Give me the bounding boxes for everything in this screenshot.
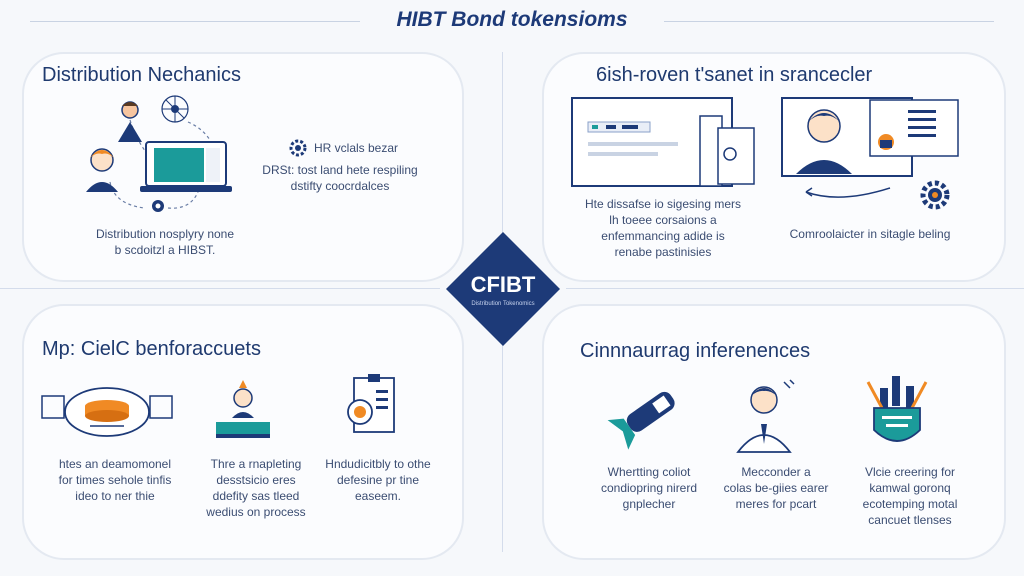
title-rule-right (664, 21, 994, 22)
document-icon (571, 97, 755, 187)
node-icon (152, 200, 164, 212)
panel-title-distribution: Distribution Nechanics (42, 64, 241, 86)
distribution-side-line-2: DRSt: tost land hete respiling (262, 163, 418, 177)
hibt-logo-diamond (446, 232, 560, 346)
laptop-icon (140, 141, 232, 192)
businessman-icon (736, 379, 795, 453)
bottom-left-col2-line-4: wedius on process (206, 505, 306, 519)
panel-title-bottom-right: Cinnnaurrag inferenences (580, 340, 811, 362)
bottom-left-col1-line-1: htes an deamomonel (58, 457, 172, 471)
network-icon (161, 95, 189, 123)
horizontal-divider-left (0, 288, 440, 289)
bottom-left-col3-line-3: easeem. (354, 489, 402, 503)
distribution-network-illustration (109, 119, 211, 209)
user-icon (118, 101, 142, 142)
bottom-right-col3-line-2: kamwal goronq (869, 481, 951, 495)
bottom-left-col2-line-1: Thre a rnapleting (210, 457, 302, 471)
top-right-left-line-1: Hte dissafse io sigesing mers (584, 197, 742, 211)
bottom-left-col3-line-2: defesine pr tine (336, 473, 420, 487)
top-right-left-line-2: lh toeee corsaions a (609, 213, 717, 227)
bottom-right-col2-line-1: Mecconder a (741, 465, 811, 479)
bottom-right-col1-line-1: Whertting coliot (607, 465, 691, 479)
bottom-left-col2-line-2: desstsicio eres (216, 473, 296, 487)
distribution-side-line-3: dstifty coocrdalces (290, 179, 390, 193)
gear-icon (289, 139, 307, 157)
panel-bottom-right (542, 304, 1006, 560)
bottom-right-col2-line-2: colas be-giies earer (723, 481, 829, 495)
top-right-left-line-4: renabe pastinisies (614, 245, 712, 259)
shield-city-icon (866, 376, 928, 442)
certificate-icon (347, 374, 395, 433)
distribution-side-line-1: HR vclals bezar (314, 141, 399, 155)
coin-stack-icon (41, 387, 173, 437)
user-orange-icon (86, 148, 118, 192)
person-icon (216, 380, 270, 438)
gear-icon-dark (920, 180, 950, 210)
checklist-icon (869, 99, 959, 157)
bottom-right-col3-line-3: ecotemping motal (862, 497, 958, 511)
bottom-left-col1-line-3: ideo to ner thie (75, 489, 155, 503)
bottom-left-col1-line-2: for times sehole tinfis (58, 473, 172, 487)
top-right-right-line-1: Comroolaicter in sitagle beling (789, 227, 951, 241)
bottom-left-col3-line-1: Hndudicitbly to othe (325, 457, 431, 471)
title-rule-left (30, 21, 360, 22)
logo-text: CFIBT (470, 272, 536, 297)
bottom-right-col1-line-3: gnplecher (622, 497, 676, 511)
top-right-left-line-3: enfemmancing adide is (601, 229, 725, 243)
bottom-right-col3-line-4: cancuet tlenses (868, 513, 952, 527)
panel-title-top-right: 6ish-roven t'sanet in srancecler (596, 64, 873, 86)
logo-subtitle: Distribution Tokenomics (471, 301, 535, 307)
panel-title-bottom-left: Mp: CielC benforaccuets (42, 338, 261, 360)
bottom-left-col2-line-3: ddefity sas tleed (212, 489, 300, 503)
rocket-icon (607, 391, 675, 450)
bottom-right-col2-line-3: meres for pcart (735, 497, 817, 511)
page-title: HIBT Bond tokensioms (396, 8, 628, 31)
distribution-caption-line-1: Distribution nosplyry none (95, 227, 235, 241)
bottom-right-col1-line-2: condiopring nirerd (600, 481, 698, 495)
horizontal-divider-right (566, 288, 1024, 289)
distribution-caption-line-2: b scdoitzl a HIBST. (114, 243, 216, 257)
bottom-right-col3-line-1: Vlcie creering for (864, 465, 956, 479)
